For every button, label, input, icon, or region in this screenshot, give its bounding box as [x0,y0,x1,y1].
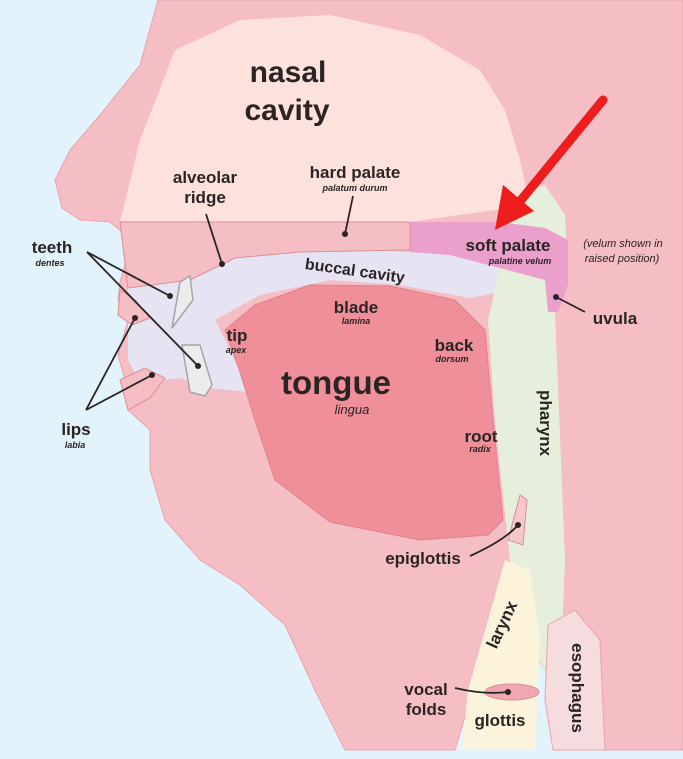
label-epiglottis: epiglottis [385,549,461,568]
label-lips-latin: labia [65,440,86,450]
esophagus-region [544,609,606,751]
label-glottis: glottis [475,711,526,730]
velum-arrow [495,95,608,230]
label-velum-note-1: (velum shown in [583,238,662,250]
hard-palate-region [119,221,411,289]
label-uvula: uvula [593,309,638,328]
label-folds: folds [406,700,447,719]
label-root: root [464,427,497,446]
label-tip-latin: apex [226,345,248,355]
label-teeth-latin: dentes [35,258,64,268]
label-cavity: cavity [244,94,329,127]
larynx-region [462,560,540,750]
label-blade-latin: lamina [342,316,371,326]
tongue-region [224,284,504,541]
epiglottis-shape [507,494,528,546]
buccal-cavity-region [128,250,500,392]
nasal-cavity-region [120,15,530,222]
upper-tooth [171,274,194,329]
pointer-lines [85,195,586,695]
label-pharynx: pharynx [536,390,555,457]
lower-lip [119,367,166,411]
label-alveolar: alveolar [173,168,238,187]
label-vocal: vocal [404,680,447,699]
label-soft-palate: soft palate [465,236,550,255]
label-teeth: teeth [32,238,73,257]
label-back: back [435,336,474,355]
label-ridge: ridge [184,188,226,207]
label-back-latin: dorsum [435,354,468,364]
label-blade: blade [334,298,378,317]
label-tip: tip [227,326,248,345]
label-root-latin: radix [469,444,492,454]
label-tongue-latin: lingua [335,402,370,417]
label-lips: lips [61,420,90,439]
soft-palate-region [408,222,568,312]
label-tongue: tongue [281,364,391,401]
label-soft-palate-latin: palatine velum [488,256,552,266]
label-esophagus: esophagus [568,643,587,733]
label-velum-note-2: raised position) [585,253,660,265]
label-hard-palate-latin: palatum durum [321,183,387,193]
label-hard-palate: hard palate [310,163,401,182]
label-nasal: nasal [250,56,327,89]
